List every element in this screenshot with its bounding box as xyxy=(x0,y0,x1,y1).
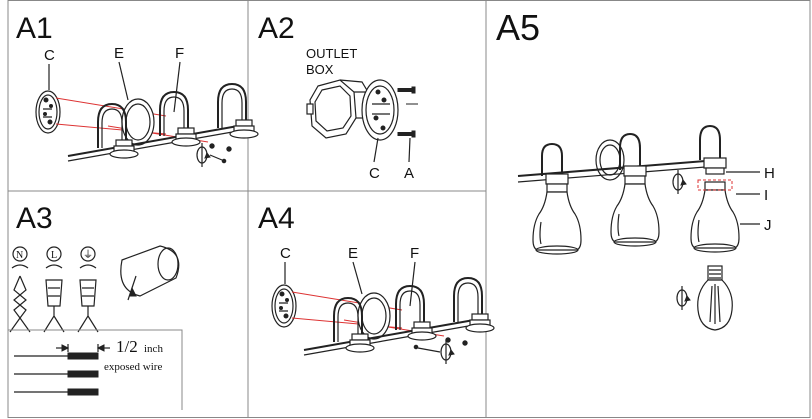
panel-a5: A5 H I J xyxy=(496,7,775,331)
a5-callout-h: H xyxy=(764,165,775,182)
a2-callout-a: A xyxy=(404,165,414,182)
a1-callout-f: F xyxy=(175,45,184,62)
a1-rotate-icon xyxy=(196,142,211,168)
a4-callout-c: C xyxy=(280,245,291,262)
a3-live-symbol: L xyxy=(51,250,57,261)
a1-callout-c: C xyxy=(44,47,55,64)
a2-outlet-box-drawing xyxy=(306,79,370,139)
a3-strip-unit: inch xyxy=(144,343,163,355)
a4-rotate-icon xyxy=(440,339,455,365)
a1-callout-e: E xyxy=(114,45,124,62)
a3-wire-strip-box xyxy=(8,329,183,410)
a2-screw-bottom xyxy=(397,130,416,138)
a4-callout-f: F xyxy=(410,245,419,262)
panel-a2: A2 OUTLET BOX C A xyxy=(258,12,418,182)
sheet-border xyxy=(7,0,811,418)
a5-callout-i: I xyxy=(764,187,768,204)
a4-callout-e: E xyxy=(348,245,358,262)
a3-strip-caption: exposed wire xyxy=(104,361,162,373)
panel-a1: A1 C E F xyxy=(16,12,258,168)
a2-outlet-label-line1: OUTLET xyxy=(306,46,357,61)
a5-assembled-fixture-drawing xyxy=(517,124,740,255)
panel-a1-label: A1 xyxy=(16,12,53,45)
a4-fixture-drawing xyxy=(272,278,494,355)
panel-a4-label: A4 xyxy=(258,202,295,235)
a3-twisted-wires-drawing xyxy=(9,275,99,333)
a3-neutral-symbol: N xyxy=(16,250,23,261)
a3-strip-length: 1/2 xyxy=(116,337,138,356)
panel-a2-label: A2 xyxy=(258,12,295,45)
a3-electrical-tape-drawing xyxy=(120,245,180,301)
a2-screw-top xyxy=(397,86,416,94)
a1-fixture-drawing xyxy=(36,84,258,161)
a5-callout-j: J xyxy=(764,217,772,234)
a2-outlet-label-line2: BOX xyxy=(306,62,334,77)
panel-a5-label: A5 xyxy=(496,7,540,48)
a3-ground-symbol: ⏚ xyxy=(83,249,93,261)
a2-mounting-plate-drawing xyxy=(361,79,399,141)
panel-a3-label: A3 xyxy=(16,202,53,235)
panel-a4: A4 C E F xyxy=(258,202,494,365)
a5-rotate-bulb-icon xyxy=(676,285,691,311)
a2-callout-c: C xyxy=(369,165,380,182)
a5-light-bulb-drawing xyxy=(697,265,733,331)
a5-rotate-shade-icon xyxy=(672,169,687,195)
panel-a3: A3 N L ⏚ xyxy=(8,202,183,410)
